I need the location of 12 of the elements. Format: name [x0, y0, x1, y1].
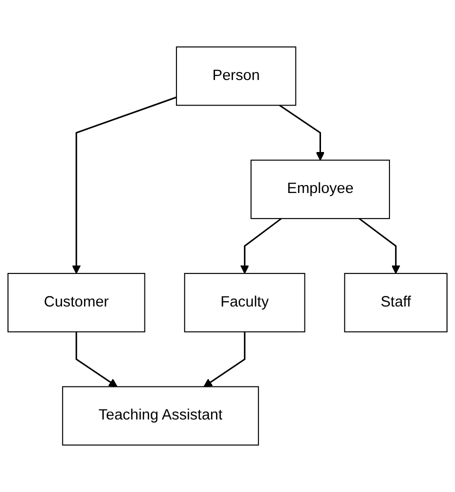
node-box: Person [176, 46, 296, 106]
arrow [240, 218, 282, 274]
node-box: Employee [250, 160, 390, 220]
node-box: Faculty [184, 272, 306, 332]
node-box: Customer [7, 272, 146, 332]
arrow [76, 332, 118, 388]
arrow [279, 104, 325, 161]
arrow [358, 218, 400, 274]
node-box: Teaching Assistant [62, 386, 259, 446]
node-box: Staff [344, 272, 448, 332]
arrow [72, 96, 177, 274]
arrow [204, 332, 246, 388]
